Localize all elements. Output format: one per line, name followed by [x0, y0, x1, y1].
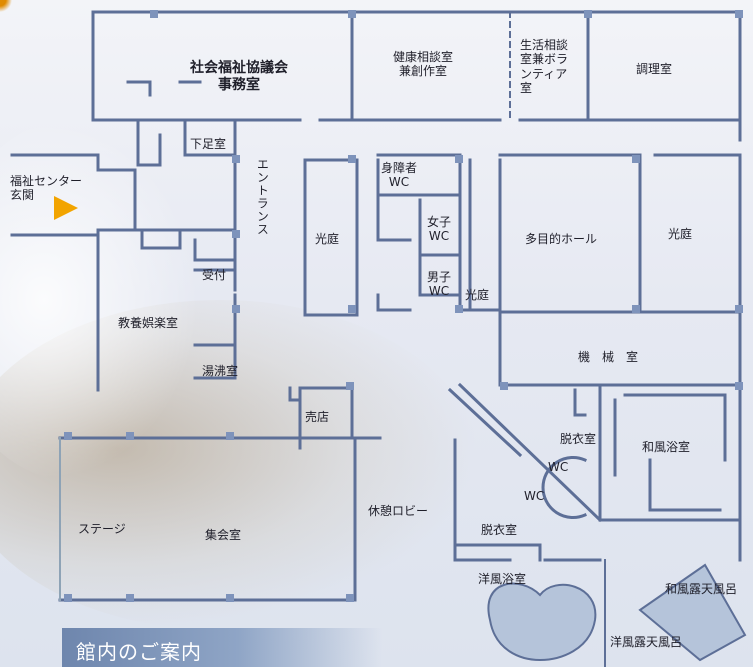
room-assembly-hall: 集会室: [205, 528, 242, 542]
room-changing-upper: 脱衣室: [560, 432, 597, 446]
room-changing-lower: 脱衣室: [481, 523, 518, 537]
entrance-arrow-icon: [54, 196, 78, 220]
room-reception: 受付: [202, 268, 227, 282]
room-wc-a: WC: [548, 460, 569, 474]
light-court-right: 光庭: [668, 227, 693, 241]
light-court-small: 光庭: [465, 288, 490, 302]
entrance-hall-label: エントランス: [255, 158, 270, 236]
light-court-left: 光庭: [315, 232, 340, 246]
corner-ornament: [0, 0, 18, 18]
japanese-outdoor-bath-shape: [638, 563, 747, 662]
room-social-welfare-office: 社会福祉協議会事務室: [190, 60, 288, 93]
room-cooking: 調理室: [636, 62, 673, 76]
room-culture: 教養娯楽室: [118, 316, 179, 330]
room-japanese-bath: 和風浴室: [642, 440, 691, 454]
room-shop: 売店: [305, 410, 330, 424]
japanese-outdoor-bath-label: 和風露天風呂: [665, 582, 738, 596]
room-life-consultation: 生活相談室兼ボラ ンティア室: [520, 38, 569, 96]
stage-label: ステージ: [78, 522, 126, 536]
western-outdoor-bath-shape: [487, 582, 597, 662]
room-shoe: 下足室: [190, 137, 227, 151]
rest-lobby-label: 休憩ロビー: [368, 504, 429, 518]
guide-caption-banner: 館内のご案内: [62, 628, 382, 667]
room-boiler: 湯沸室: [202, 364, 239, 378]
room-western-bath: 洋風浴室: [478, 572, 527, 586]
guide-caption-text: 館内のご案内: [76, 640, 202, 664]
western-outdoor-bath-label: 洋風露天風呂: [610, 635, 683, 649]
welfare-center-entrance-label: 福祉センター玄関: [10, 174, 83, 203]
room-health-consultation: 健康相談室兼創作室: [393, 50, 454, 79]
room-wc-b: WC: [524, 489, 545, 503]
room-machine: 機 械 室: [578, 350, 639, 364]
room-multipurpose-hall: 多目的ホール: [525, 232, 598, 246]
